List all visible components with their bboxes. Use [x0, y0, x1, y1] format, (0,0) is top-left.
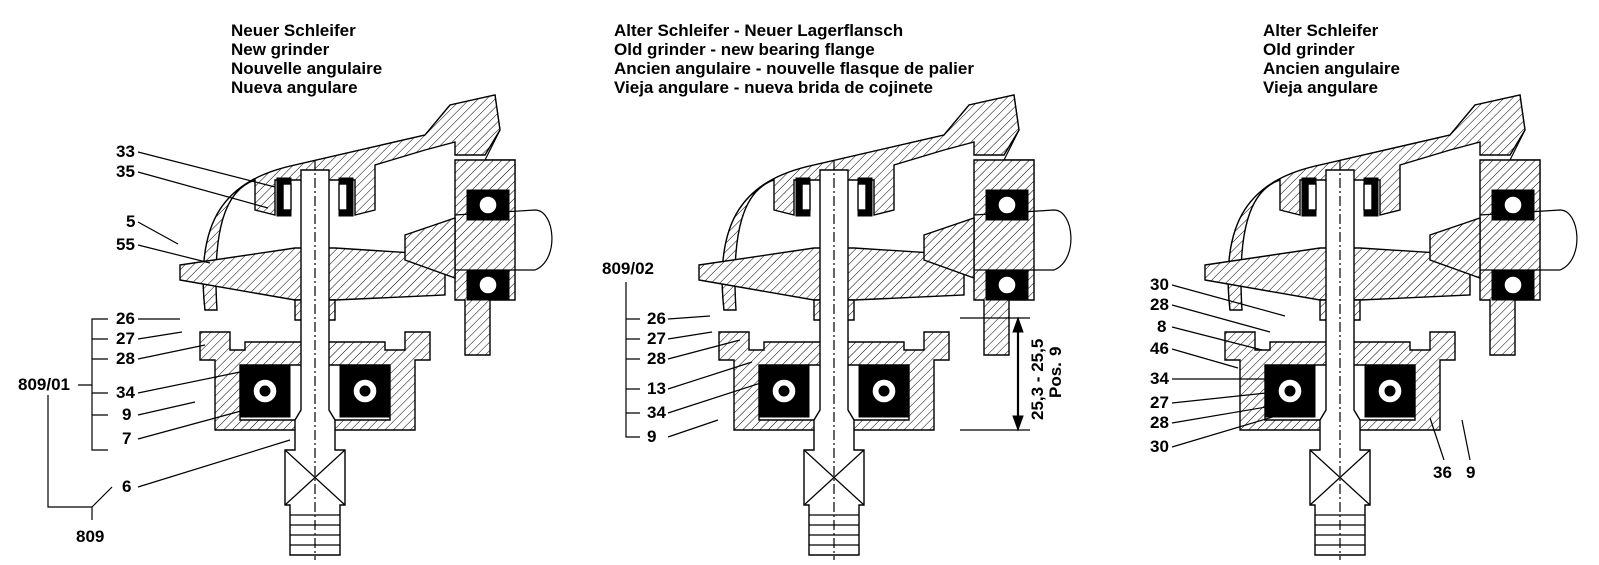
part-label: 9	[122, 405, 131, 424]
part-label: 27	[116, 329, 135, 348]
dimension-pos-label: Pos.	[1046, 362, 1065, 398]
panel-2-callouts: 809/02 26 27 28 13 34 9 25,3 - 25,5 Pos.…	[602, 259, 1065, 446]
title-line: Old grinder	[1263, 40, 1355, 59]
part-label: 9	[1466, 463, 1475, 482]
title-line: Alter Schleifer	[1263, 21, 1379, 40]
assembly-label: 809	[76, 527, 104, 546]
title-line: Nouvelle angulaire	[231, 59, 383, 78]
panel-1-title: Neuer Schleifer New grinder Nouvelle ang…	[231, 21, 382, 97]
title-line: New grinder	[231, 40, 330, 59]
dimension-range: 25,3 - 25,5	[1028, 339, 1047, 420]
part-label: 26	[116, 309, 135, 328]
title-line: Nueva angulare	[231, 78, 358, 97]
title-line: Neuer Schleifer	[231, 21, 356, 40]
title-line: Vieja angulare	[1263, 78, 1378, 97]
panel-3-title: Alter Schleifer Old grinder Ancien angul…	[1263, 21, 1400, 97]
gearbox-section-new-grinder	[179, 94, 553, 561]
part-label: 28	[1150, 413, 1169, 432]
part-label: 28	[647, 349, 666, 368]
part-label: 27	[647, 329, 666, 348]
part-label: 46	[1150, 339, 1169, 358]
part-label: 6	[122, 477, 131, 496]
part-label: 28	[116, 349, 135, 368]
panel-3-callouts: 30 28 8 46 34 27 28 30 36 9	[1150, 275, 1475, 482]
assembly-label: 809/02	[602, 259, 654, 278]
part-label: 30	[1150, 275, 1169, 294]
part-label: 55	[116, 235, 135, 254]
panel-1-callouts: 33 35 5 55 26 27 28 34 9 7 6 809/01 809	[18, 142, 291, 546]
title-line: Vieja angulare - nueva brida de cojinete	[614, 78, 934, 97]
gearbox-section-old-grinder	[1204, 94, 1578, 561]
panel-2-title: Alter Schleifer - Neuer Lagerflansch Old…	[614, 21, 974, 97]
part-label: 13	[647, 379, 666, 398]
part-label: 26	[647, 309, 666, 328]
title-line: Ancien angulaire	[1263, 59, 1400, 78]
title-line: Ancien angulaire - nouvelle flasque de p…	[614, 59, 974, 78]
part-label: 9	[647, 427, 656, 446]
part-label: 36	[1433, 463, 1452, 482]
assembly-label: 809/01	[18, 375, 70, 394]
part-label: 28	[1150, 295, 1169, 314]
part-label: 8	[1157, 317, 1166, 336]
part-label: 5	[126, 212, 135, 231]
title-line: Old grinder - new bearing flange	[614, 40, 875, 59]
title-line: Alter Schleifer - Neuer Lagerflansch	[614, 21, 904, 40]
part-label: 34	[647, 403, 666, 422]
part-label: 34	[116, 383, 135, 402]
part-label: 33	[116, 142, 135, 161]
part-label: 7	[122, 429, 131, 448]
part-label: 34	[1150, 369, 1169, 388]
part-label: 27	[1150, 393, 1169, 412]
part-label: 35	[116, 162, 135, 181]
part-label: 30	[1150, 437, 1169, 456]
dimension-pos-value: 9	[1046, 347, 1065, 356]
